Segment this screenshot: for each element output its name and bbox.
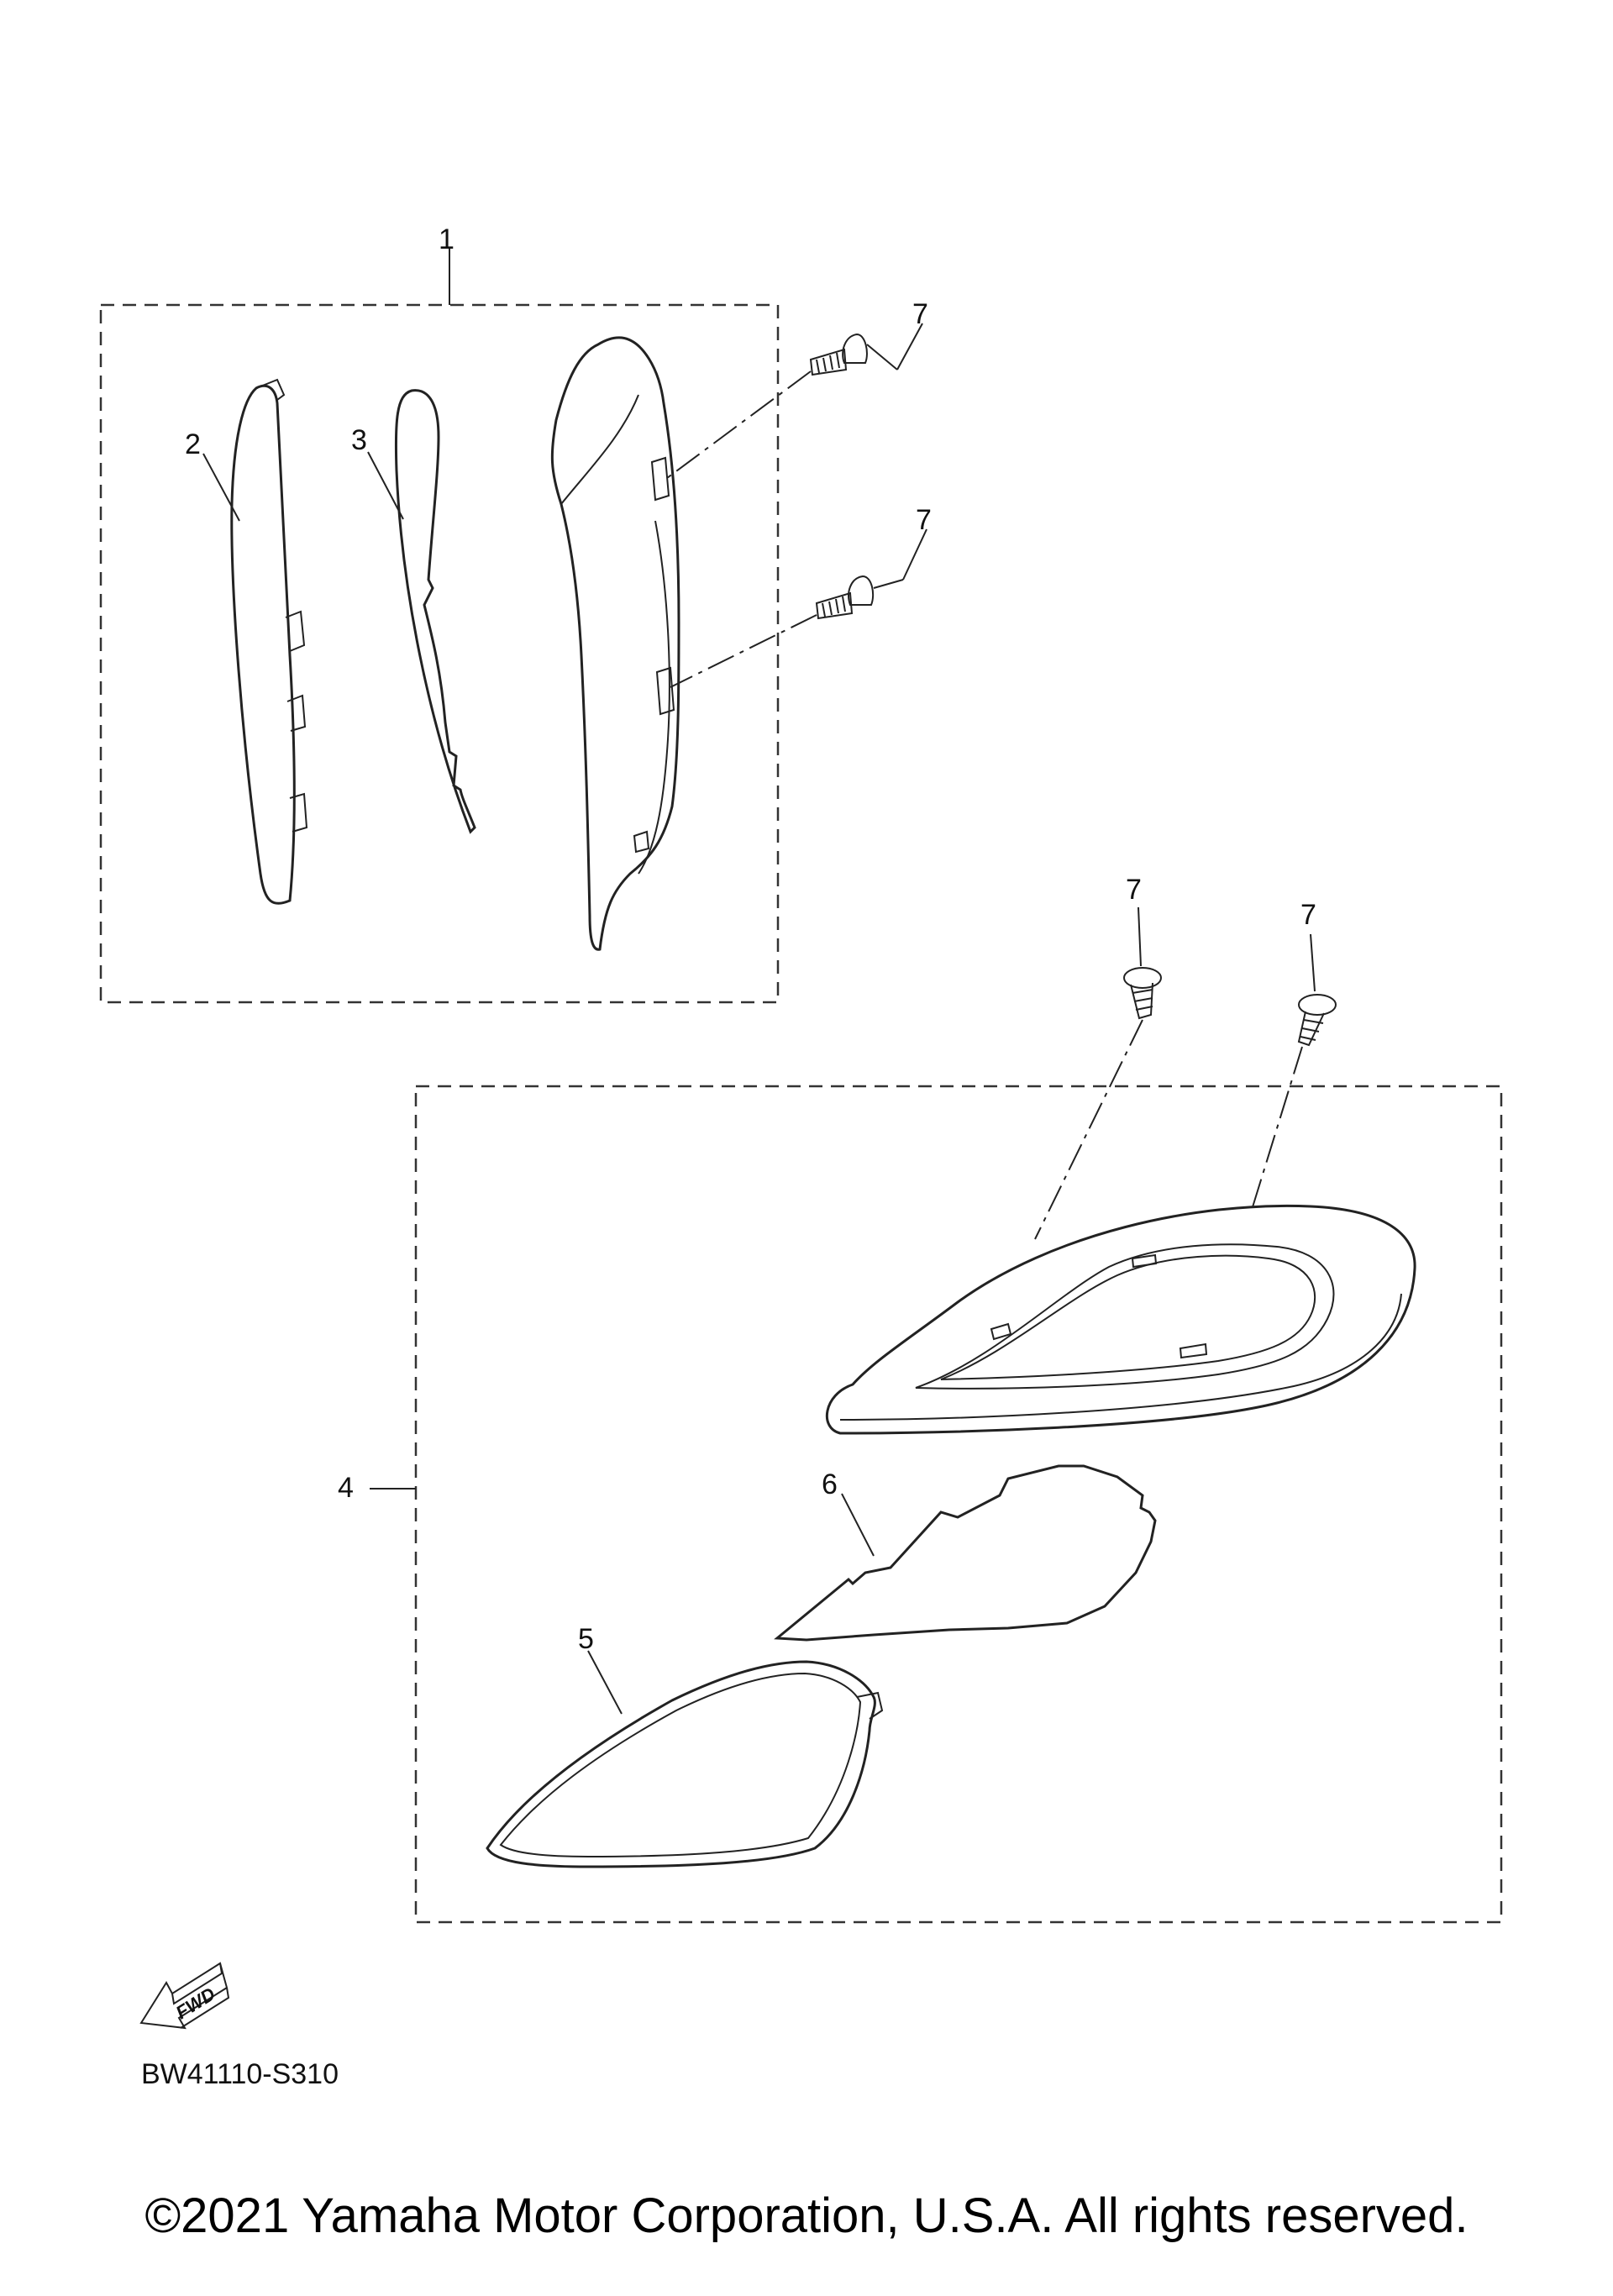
copyright-notice: ©2021 Yamaha Motor Corporation, U.S.A. A…: [144, 2188, 1469, 2243]
assembly-1-boundary: [99, 303, 780, 1004]
callout-7d: 7: [1300, 899, 1316, 931]
callout-7a: 7: [912, 298, 928, 330]
screw-7-upper-b: [815, 575, 875, 620]
callout-7c: 7: [1126, 874, 1142, 906]
part-3-insert: [394, 389, 476, 834]
callout-4: 4: [338, 1472, 354, 1504]
part-4-cover: [826, 1204, 1416, 1435]
callout-7b: 7: [916, 504, 932, 536]
screw-7-upper-a: [809, 333, 868, 376]
diagram-code: BW41110-S310: [141, 2058, 339, 2090]
part-6-sheet: [774, 1464, 1157, 1642]
screw-7-lower-b: [1297, 994, 1337, 1047]
fwd-arrow-icon: FWD: [139, 1962, 230, 2030]
assembly-4-boundary: [414, 1085, 1503, 1924]
part-5-gasket: [486, 1660, 884, 1868]
callout-6: 6: [822, 1468, 838, 1500]
callout-1: 1: [439, 223, 454, 255]
screw-7-lower-a: [1123, 967, 1162, 1020]
callout-2: 2: [185, 428, 201, 460]
part-2-trim: [230, 378, 308, 905]
part-1-cover: [550, 336, 680, 951]
callout-3: 3: [351, 424, 367, 456]
callout-5: 5: [578, 1623, 594, 1655]
